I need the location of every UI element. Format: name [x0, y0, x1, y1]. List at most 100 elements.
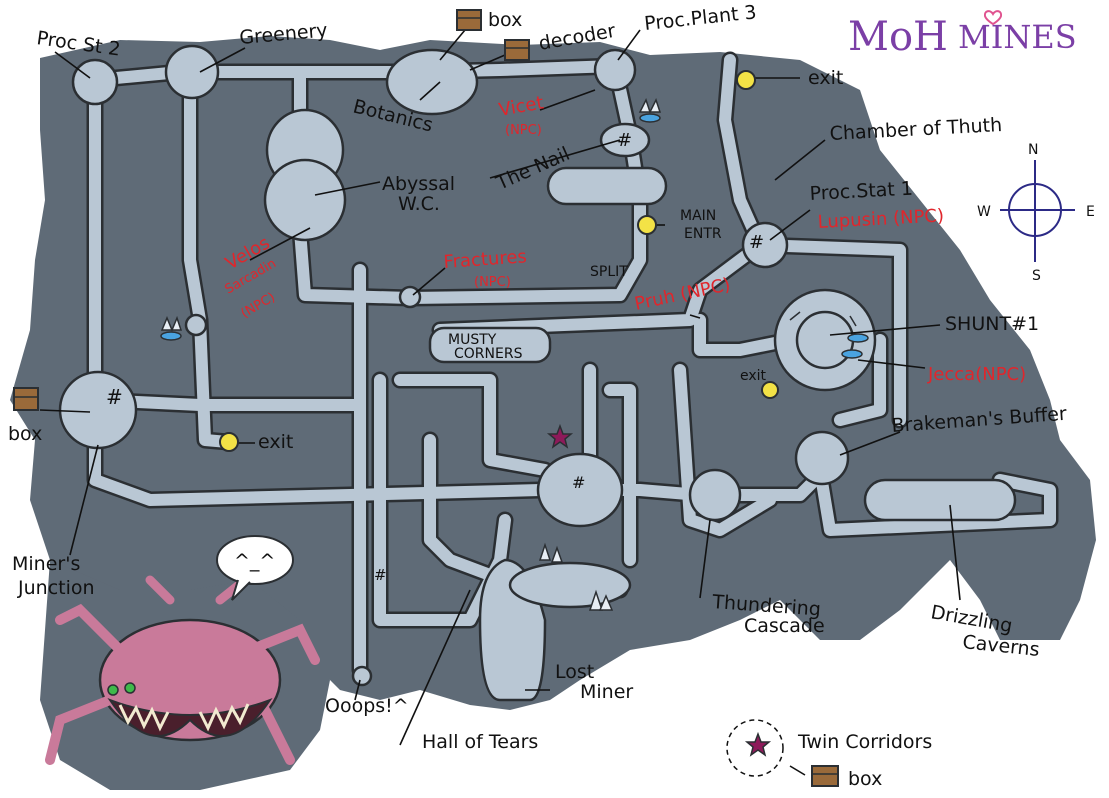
label-twin-corridors: Twin Corridors [797, 731, 932, 753]
label-jecca: Jecca(NPC) [927, 364, 1026, 385]
monster-leg [255, 695, 295, 765]
crystal-icon [538, 542, 552, 561]
npc-figure-icon [841, 333, 869, 359]
label-box-bottom: box [848, 768, 882, 790]
room-cascade-pool [508, 561, 632, 609]
npc-figure-icons [160, 98, 869, 359]
shunt-rotation-arrows [789, 311, 857, 327]
room-thundering-cascade [688, 468, 742, 522]
title-moh: MoH [848, 14, 948, 60]
crystal-icons [538, 542, 614, 611]
room-oops-dead-end [351, 665, 373, 687]
room-chamber-central [546, 166, 668, 206]
room-miners-junction [58, 370, 138, 450]
room-botanics [385, 48, 479, 116]
hash-markers: # # # # # [106, 130, 764, 584]
room-brakemans-buffer [794, 430, 850, 486]
monster-leg [245, 623, 320, 665]
label-entr: ENTR [684, 226, 722, 242]
label-vicet-tag: (NPC) [505, 123, 542, 138]
label-exit-center: exit [258, 431, 293, 453]
speech-bubble [216, 535, 294, 585]
monster-speech-text: ^_^ [234, 550, 275, 572]
room-central-hub [536, 452, 624, 528]
crystal-icon [550, 545, 564, 563]
room-drizzling-caverns [863, 478, 1017, 522]
npc-figure-icon [638, 98, 662, 123]
compass-labels: N S E W [977, 142, 1095, 284]
speech-bubble-tail [231, 579, 251, 601]
exit-shunt-marker [761, 381, 779, 399]
label-musty: MUSTY [448, 332, 497, 348]
compass-n: N [1028, 142, 1038, 158]
room-proc-stat-1 [741, 221, 789, 269]
box-icon [504, 39, 530, 61]
svg-text:#: # [374, 566, 387, 584]
label-split: SPLIT [590, 264, 628, 280]
twin-corridors-dashed-circle [726, 719, 784, 777]
main-entrance-marker [637, 215, 657, 235]
monster-mouth [107, 697, 273, 737]
label-lost: Lost [555, 661, 594, 683]
label-hall-of-tears: Hall of Tears [422, 731, 538, 753]
room-tunnel-node-left [184, 313, 208, 337]
map-title: MoH MINES [848, 10, 1077, 60]
label-shunt-1: SHUNT#1 [945, 313, 1039, 335]
star-icon [744, 731, 772, 757]
monster-teeth [118, 703, 250, 732]
monster-leg [145, 575, 175, 605]
label-cascade: Cascade [744, 615, 825, 637]
monster-illustration: ^_^ [45, 535, 320, 765]
exit-top-right-marker [736, 70, 756, 90]
monster-leg [55, 603, 125, 655]
compass-e: E [1086, 204, 1095, 220]
compass-rose [1000, 160, 1075, 262]
label-proc-stat-1: Proc.Stat 1 [809, 178, 913, 205]
crystal-icon [598, 594, 614, 611]
compass-s: S [1032, 268, 1041, 284]
box-icon [811, 765, 839, 787]
room-shunt-inner [795, 310, 855, 370]
label-miner: Miner [580, 681, 633, 703]
room-fractures [398, 285, 422, 309]
exit-center-marker [219, 432, 239, 452]
label-miners: Miner's [12, 553, 80, 575]
box-icon [456, 9, 482, 31]
svg-text:#: # [572, 473, 585, 492]
label-proc-plant-3: Proc.Plant 3 [643, 1, 757, 35]
exit-markers [219, 70, 779, 452]
label-fractures-tag: (NPC) [474, 275, 511, 290]
label-oops: Ooops!^ [325, 695, 409, 717]
label-exit-top-right: exit [808, 67, 843, 89]
svg-text:#: # [749, 232, 764, 253]
monster-eye [124, 682, 136, 694]
label-main: MAIN [680, 208, 716, 224]
label-corners: CORNERS [454, 346, 523, 362]
room-the-nail [599, 122, 651, 158]
label-box-left: box [8, 423, 42, 445]
box-icon [13, 387, 39, 411]
heart-icon [983, 10, 1003, 26]
npc-figure-icon [160, 315, 183, 341]
room-abyssal-wc [263, 158, 347, 242]
crystal-icon [588, 589, 604, 611]
monster-leg [45, 695, 115, 765]
label-box-top: box [488, 9, 522, 31]
star-icon [546, 423, 574, 449]
room-musty-corners [428, 326, 552, 364]
room-proc-plant-3 [593, 48, 637, 92]
label-junction: Junction [17, 577, 95, 599]
svg-text:#: # [106, 385, 123, 409]
room-proc-st-2 [71, 58, 119, 106]
star-icons [546, 423, 806, 777]
svg-text:#: # [617, 130, 632, 151]
label-abyssal: Abyssal [382, 173, 455, 195]
box-icons [13, 9, 839, 787]
monster-eye [107, 684, 119, 696]
compass-w: W [977, 204, 991, 220]
label-exit-shunt: exit [740, 368, 767, 384]
label-abyssal-wc: W.C. [398, 193, 440, 215]
room-greenery [164, 44, 220, 100]
title-mines: MINES [958, 18, 1077, 56]
